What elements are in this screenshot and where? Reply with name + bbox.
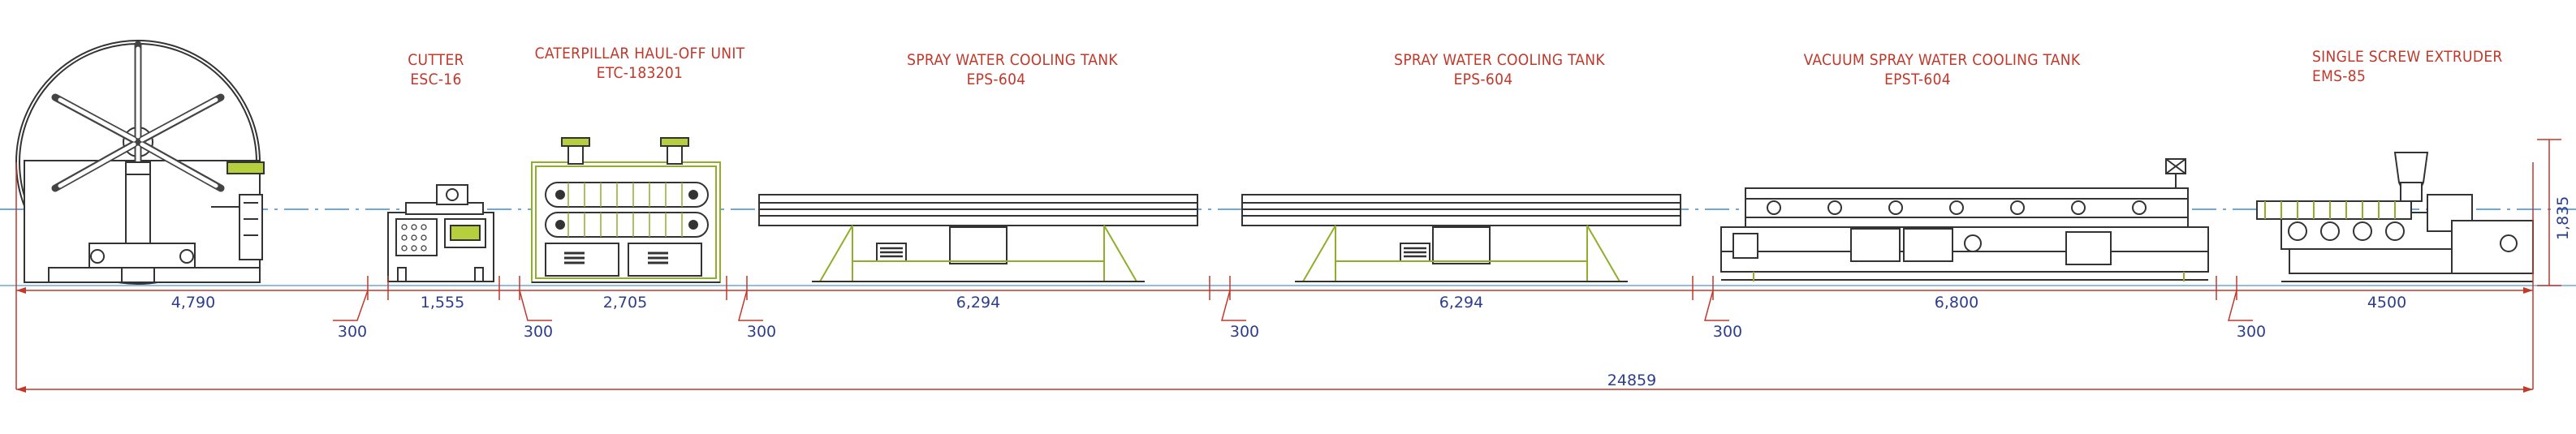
spray-tank-1-label: SPRAY WATER COOLING TANK EPS-604 <box>907 50 1118 89</box>
dim-height: 1,835 <box>2554 196 2572 240</box>
vacuum-spray-tank <box>1720 158 2209 281</box>
spray-tank-2-label: SPRAY WATER COOLING TANK EPS-604 <box>1394 50 1605 89</box>
cutter-label: CUTTER ESC-16 <box>408 50 464 89</box>
spray-tank-2-model: EPS-604 <box>1453 71 1513 88</box>
spray-tank-1-name: SPRAY WATER COOLING TANK <box>907 51 1118 69</box>
haul-off-label: CATERPILLAR HAUL-OFF UNIT ETC-183201 <box>535 44 745 83</box>
dim-total: 24859 <box>1607 372 1657 389</box>
vacuum-tank-label: VACUUM SPRAY WATER COOLING TANK EPST-604 <box>1804 50 2081 89</box>
dimension-lines <box>15 139 2561 390</box>
dim-cutter: 1,555 <box>420 294 465 312</box>
dim-spray-tank-1: 6,294 <box>956 294 1001 312</box>
vacuum-tank-name: VACUUM SPRAY WATER COOLING TANK <box>1803 51 2081 69</box>
extruder-model: EMS-85 <box>2312 67 2367 85</box>
haul-off-model: ETC-183201 <box>596 64 684 82</box>
spray-tank-2 <box>1241 194 1681 282</box>
haul-off-name: CATERPILLAR HAUL-OFF UNIT <box>534 45 745 62</box>
dim-gap-3: 300 <box>746 323 777 341</box>
vacuum-tank-model: EPST-604 <box>1884 71 1951 88</box>
single-screw-extruder <box>2256 152 2534 282</box>
dim-coiler: 4,790 <box>170 294 216 312</box>
dim-gap-6: 300 <box>2236 323 2267 341</box>
spray-tank-2-name: SPRAY WATER COOLING TANK <box>1394 51 1605 69</box>
dim-vacuum-tank: 6,800 <box>1934 294 1979 312</box>
cutter-model: ESC-16 <box>410 71 462 88</box>
coiler-winder <box>15 40 265 285</box>
dimension-arrows <box>16 287 2533 393</box>
dim-gap-1: 300 <box>337 323 368 341</box>
spray-tank-1-model: EPS-604 <box>966 71 1026 88</box>
dim-gap-2: 300 <box>523 323 554 341</box>
dim-gap-5: 300 <box>1712 323 1743 341</box>
dim-spray-tank-2: 6,294 <box>1439 294 1484 312</box>
dim-haul-off: 2,705 <box>602 294 648 312</box>
caterpillar-haul-off <box>531 137 721 283</box>
cutter-name: CUTTER <box>408 51 464 69</box>
extruder-name: SINGLE SCREW EXTRUDER <box>2312 48 2503 66</box>
cutter-machine <box>387 184 494 282</box>
spray-tank-1 <box>758 194 1198 282</box>
dim-gap-4: 300 <box>1229 323 1260 341</box>
extruder-label: SINGLE SCREW EXTRUDER EMS-85 <box>2312 47 2503 86</box>
dim-extruder: 4500 <box>2367 294 2407 312</box>
